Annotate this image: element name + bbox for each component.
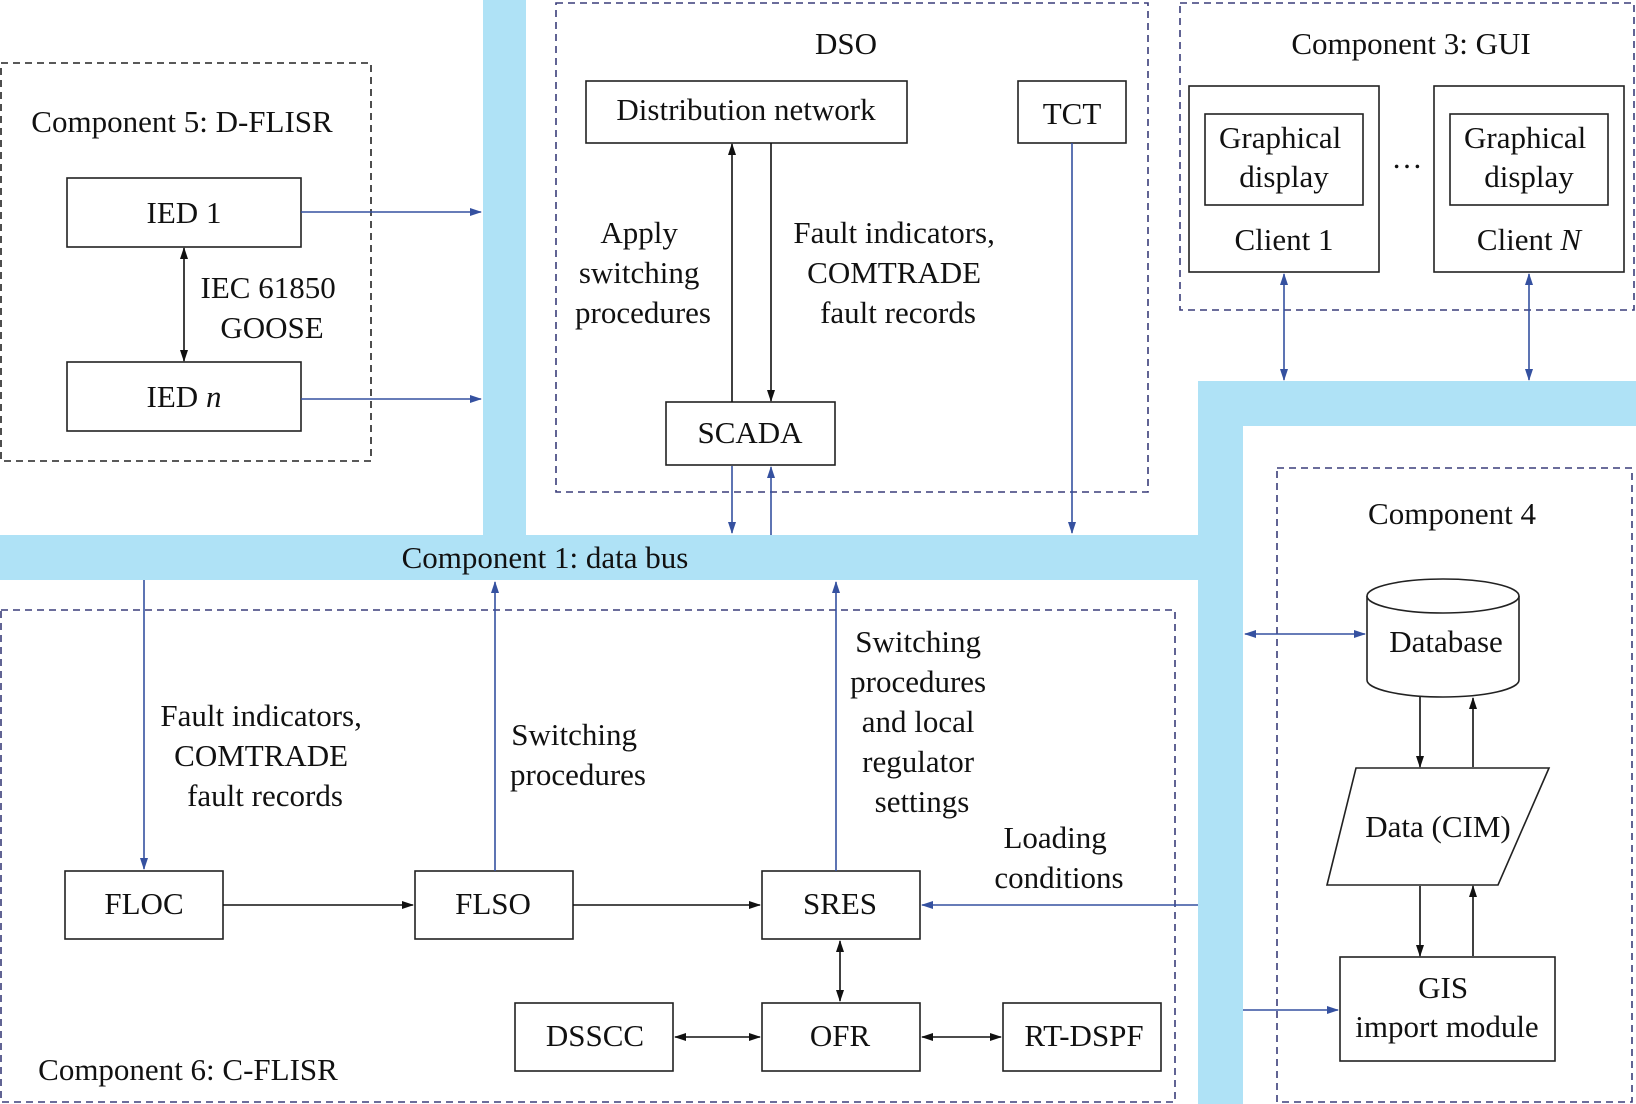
bus-horizontal-main xyxy=(0,535,1243,580)
loading-conditions-label: Loading conditions xyxy=(994,820,1123,895)
scada-box xyxy=(665,401,836,466)
client1-display-box xyxy=(1204,113,1364,206)
floc-label: FLOC xyxy=(104,886,183,921)
ied1-box xyxy=(66,177,302,248)
data-cim-shape xyxy=(1325,767,1551,886)
gis-import-label: GIS import module xyxy=(1355,970,1538,1044)
component4-boundary xyxy=(1276,467,1633,1103)
bus-vertical-left xyxy=(483,0,526,580)
database-cylinder xyxy=(1366,578,1520,698)
dsscc-box xyxy=(514,1002,674,1072)
component-3-gui: Component 3: GUI Graphical display Clien… xyxy=(1179,2,1635,381)
cflisr-boundary xyxy=(0,609,1176,1103)
clientn-display-box xyxy=(1449,113,1609,206)
flso-label: FLSO xyxy=(455,886,531,921)
database-label: Database xyxy=(1389,624,1503,659)
switching-local-label: Switching procedures and local regulator… xyxy=(850,624,994,819)
cflisr-title: Component 6: C-FLISR xyxy=(38,1052,338,1087)
scada-label: SCADA xyxy=(697,415,803,450)
distribution-network-box xyxy=(585,80,908,144)
gis-import-box xyxy=(1339,956,1556,1062)
ofr-label: OFR xyxy=(810,1018,871,1053)
sres-box xyxy=(761,870,921,940)
rtdspf-box xyxy=(1002,1002,1162,1072)
iedn-label: IED n xyxy=(147,379,222,414)
fault-indicators-cflisr-label: Fault indicators, COMTRADE fault records xyxy=(160,698,369,813)
component-4: Component 4 Database Data (CIM) GIS impo… xyxy=(1243,467,1633,1103)
floc-box xyxy=(64,870,224,940)
data-cim-label: Data (CIM) xyxy=(1365,809,1510,844)
dsscc-label: DSSCC xyxy=(546,1018,644,1053)
dflisr-boundary xyxy=(0,62,372,462)
rtdspf-label: RT-DSPF xyxy=(1024,1018,1143,1053)
component4-title: Component 4 xyxy=(1368,496,1536,531)
component-5-dflisr: Component 5: D-FLISR IED 1 IED n IEC 618… xyxy=(0,62,482,462)
clients-ellipsis: … xyxy=(1392,140,1423,175)
iec-goose-label: IEC 61850 GOOSE xyxy=(201,270,344,345)
clientn-display-label: Graphical display xyxy=(1464,120,1594,194)
clientn-label: Client N xyxy=(1477,222,1584,257)
fault-indicators-dso-label: Fault indicators, COMTRADE fault records xyxy=(793,215,1002,330)
dflisr-title: Component 5: D-FLISR xyxy=(31,104,333,139)
dso-component: DSO Distribution network TCT SCADA Apply… xyxy=(555,2,1149,535)
tct-label: TCT xyxy=(1043,96,1102,131)
bus-horizontal-gui xyxy=(1198,381,1636,426)
gui-title: Component 3: GUI xyxy=(1291,26,1530,61)
apply-switching-label: Apply switching procedures xyxy=(575,215,711,330)
dso-title: DSO xyxy=(815,26,877,61)
client1-label: Client 1 xyxy=(1234,222,1333,257)
distribution-network-label: Distribution network xyxy=(616,92,876,127)
ofr-box xyxy=(761,1002,921,1072)
switching-procedures-label: Switching procedures xyxy=(510,717,646,792)
flso-box xyxy=(414,870,574,940)
bus-vertical-right xyxy=(1198,381,1243,1104)
gui-boundary xyxy=(1179,2,1635,311)
component-6-cflisr: Component 6: C-FLISR FLOC FLSO SRES DSSC… xyxy=(0,580,1198,1103)
iedn-box xyxy=(66,361,302,432)
client1-display-label: Graphical display xyxy=(1219,120,1349,194)
ied1-label: IED 1 xyxy=(147,195,222,230)
data-bus-label: Component 1: data bus xyxy=(402,540,689,575)
sres-label: SRES xyxy=(803,886,877,921)
